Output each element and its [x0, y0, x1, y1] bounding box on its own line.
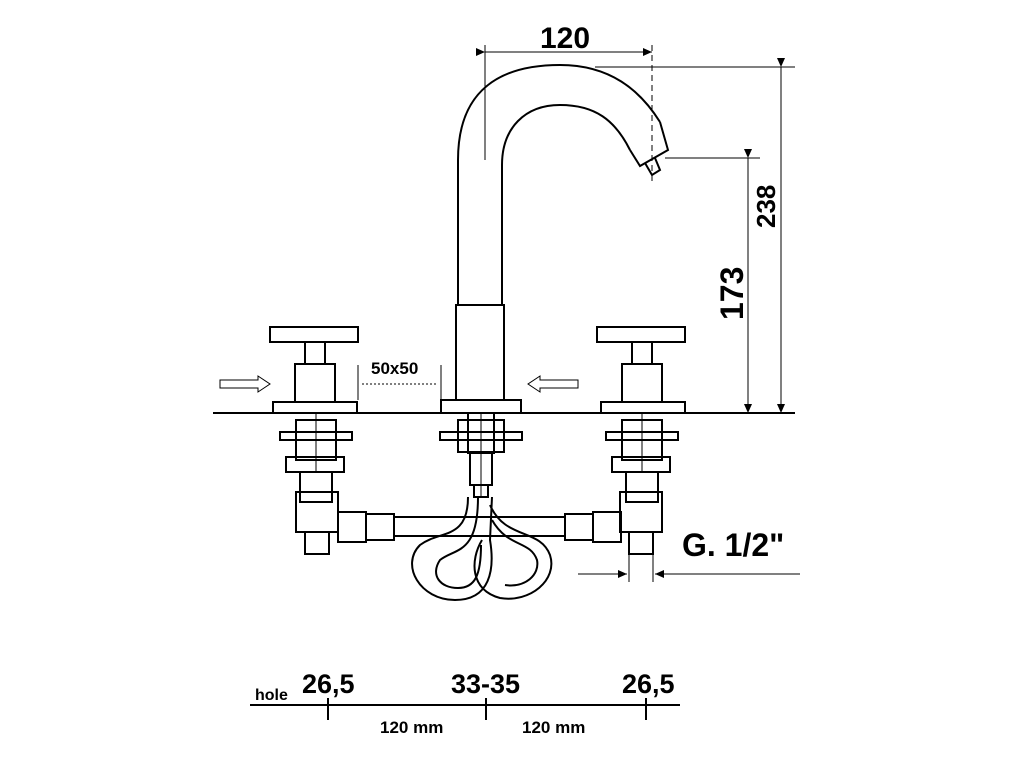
left-spacing-label: 120 mm	[380, 718, 443, 737]
thread-size-label: G. 1/2"	[682, 527, 784, 563]
dimension-238-height	[595, 58, 795, 413]
right-valve-body	[605, 413, 679, 555]
dimension-thread	[578, 554, 800, 582]
right-spacing-label: 120 mm	[522, 718, 585, 737]
total-height-label: 238	[751, 185, 781, 228]
center-mount	[439, 412, 523, 498]
hole-label: hole	[255, 687, 288, 704]
plate-size-label: 50x50	[371, 359, 418, 378]
mounting-arrows	[219, 365, 579, 400]
dimension-173-height	[665, 149, 760, 413]
left-cross-handle	[269, 326, 359, 414]
hole-scale	[250, 698, 680, 720]
left-valve-body	[279, 413, 353, 555]
right-cross-handle	[596, 326, 686, 414]
left-hole-diameter: 26,5	[302, 669, 355, 699]
reach-dimension-label: 120	[540, 22, 590, 55]
connection-hoses	[337, 496, 622, 602]
center-hole-diameter: 33-35	[451, 669, 520, 699]
right-hole-diameter: 26,5	[622, 669, 675, 699]
spout-height-label: 173	[714, 267, 750, 320]
spout	[440, 45, 670, 414]
